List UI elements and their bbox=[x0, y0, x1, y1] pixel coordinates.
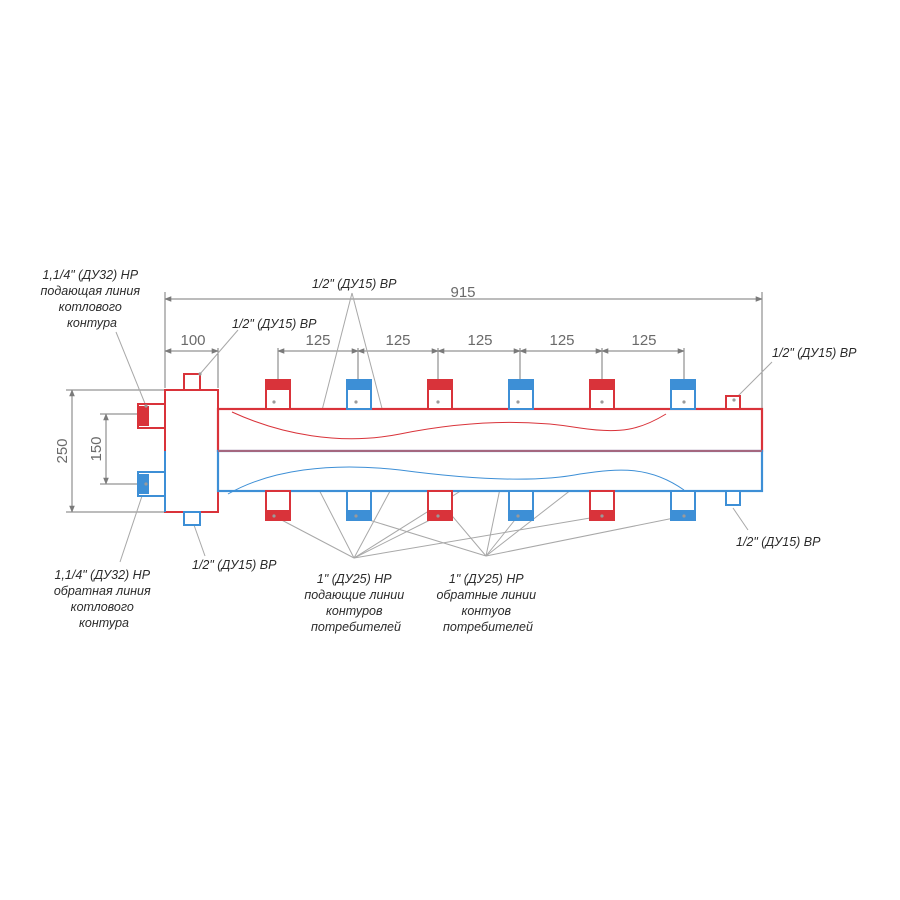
bottom-outlet-3 bbox=[427, 490, 453, 521]
top-outlet-2 bbox=[346, 379, 372, 410]
dim-text-pitch-5: 125 bbox=[631, 332, 656, 349]
hydro-top-port bbox=[183, 373, 201, 391]
leader-right-top bbox=[733, 361, 773, 401]
supply-header bbox=[216, 407, 764, 453]
hydro-bottom-port bbox=[183, 511, 201, 526]
leader-tip-dots bbox=[144, 372, 736, 518]
leader-hydro-bottom bbox=[193, 524, 206, 557]
top-outlet-1 bbox=[265, 379, 291, 410]
dim-text-hydro: 100 bbox=[180, 332, 205, 349]
top-outlet-3 bbox=[427, 379, 453, 410]
right-bottom-port bbox=[725, 490, 741, 506]
right-top-port bbox=[725, 395, 741, 410]
bottom-outlet-2 bbox=[346, 490, 372, 521]
dimension-lines bbox=[66, 292, 763, 513]
dim-text-pitch-2: 125 bbox=[385, 332, 410, 349]
dim-text-height-total: 250 bbox=[54, 438, 71, 463]
dim-text-pitch-1: 125 bbox=[305, 332, 330, 349]
hydraulic-separator bbox=[164, 389, 219, 513]
supply-flow-curve bbox=[231, 411, 667, 440]
label-consumer-return: 1" (ДУ25) НР обратные линии контуов потр… bbox=[436, 572, 539, 634]
boiler-supply-thread bbox=[138, 406, 149, 426]
return-flow-curve bbox=[227, 466, 685, 495]
dim-text-height-inner: 150 bbox=[88, 436, 105, 461]
label-right-top-port: 1/2" (ДУ15) ВР bbox=[772, 346, 857, 360]
dim-text-total: 915 bbox=[450, 284, 475, 301]
label-top-center-port: 1/2" (ДУ15) ВР bbox=[312, 277, 397, 291]
leader-hydro-top bbox=[199, 329, 239, 375]
label-hydro-bottom-port: 1/2" (ДУ15) ВР bbox=[192, 558, 277, 572]
leader-return-5 bbox=[485, 515, 519, 557]
leader-return-6 bbox=[485, 515, 685, 557]
top-outlet-6 bbox=[670, 379, 696, 410]
label-boiler-return: 1,1/4" (ДУ32) НР обратная линия котловог… bbox=[54, 568, 154, 630]
leader-right-bottom bbox=[732, 507, 749, 531]
leader-boiler-supply bbox=[115, 331, 147, 407]
label-boiler-supply: 1,1/4" (ДУ32) НР подающая линия котловог… bbox=[41, 268, 144, 330]
label-consumer-supply: 1" (ДУ25) НР подающие линии контуров пот… bbox=[304, 572, 407, 634]
label-hydro-top-port: 1/2" (ДУ15) ВР bbox=[232, 317, 317, 331]
dim-text-pitch-3: 125 bbox=[467, 332, 492, 349]
bottom-outlet-1 bbox=[265, 490, 291, 521]
label-right-bottom-port: 1/2" (ДУ15) ВР bbox=[736, 535, 821, 549]
leader-supply-6 bbox=[353, 515, 603, 559]
top-outlet-5 bbox=[589, 379, 615, 410]
leader-supply-4 bbox=[273, 515, 355, 559]
leader-return-4 bbox=[355, 515, 487, 557]
boiler-return-thread bbox=[138, 474, 149, 494]
leader-top-to-sensor-1 bbox=[317, 292, 353, 427]
return-header bbox=[216, 449, 764, 493]
top-outlet-4 bbox=[508, 379, 534, 410]
bottom-outlet-4 bbox=[508, 490, 534, 521]
manifold-body bbox=[137, 373, 764, 526]
leader-supply-5 bbox=[353, 515, 439, 559]
dim-text-pitch-4: 125 bbox=[549, 332, 574, 349]
